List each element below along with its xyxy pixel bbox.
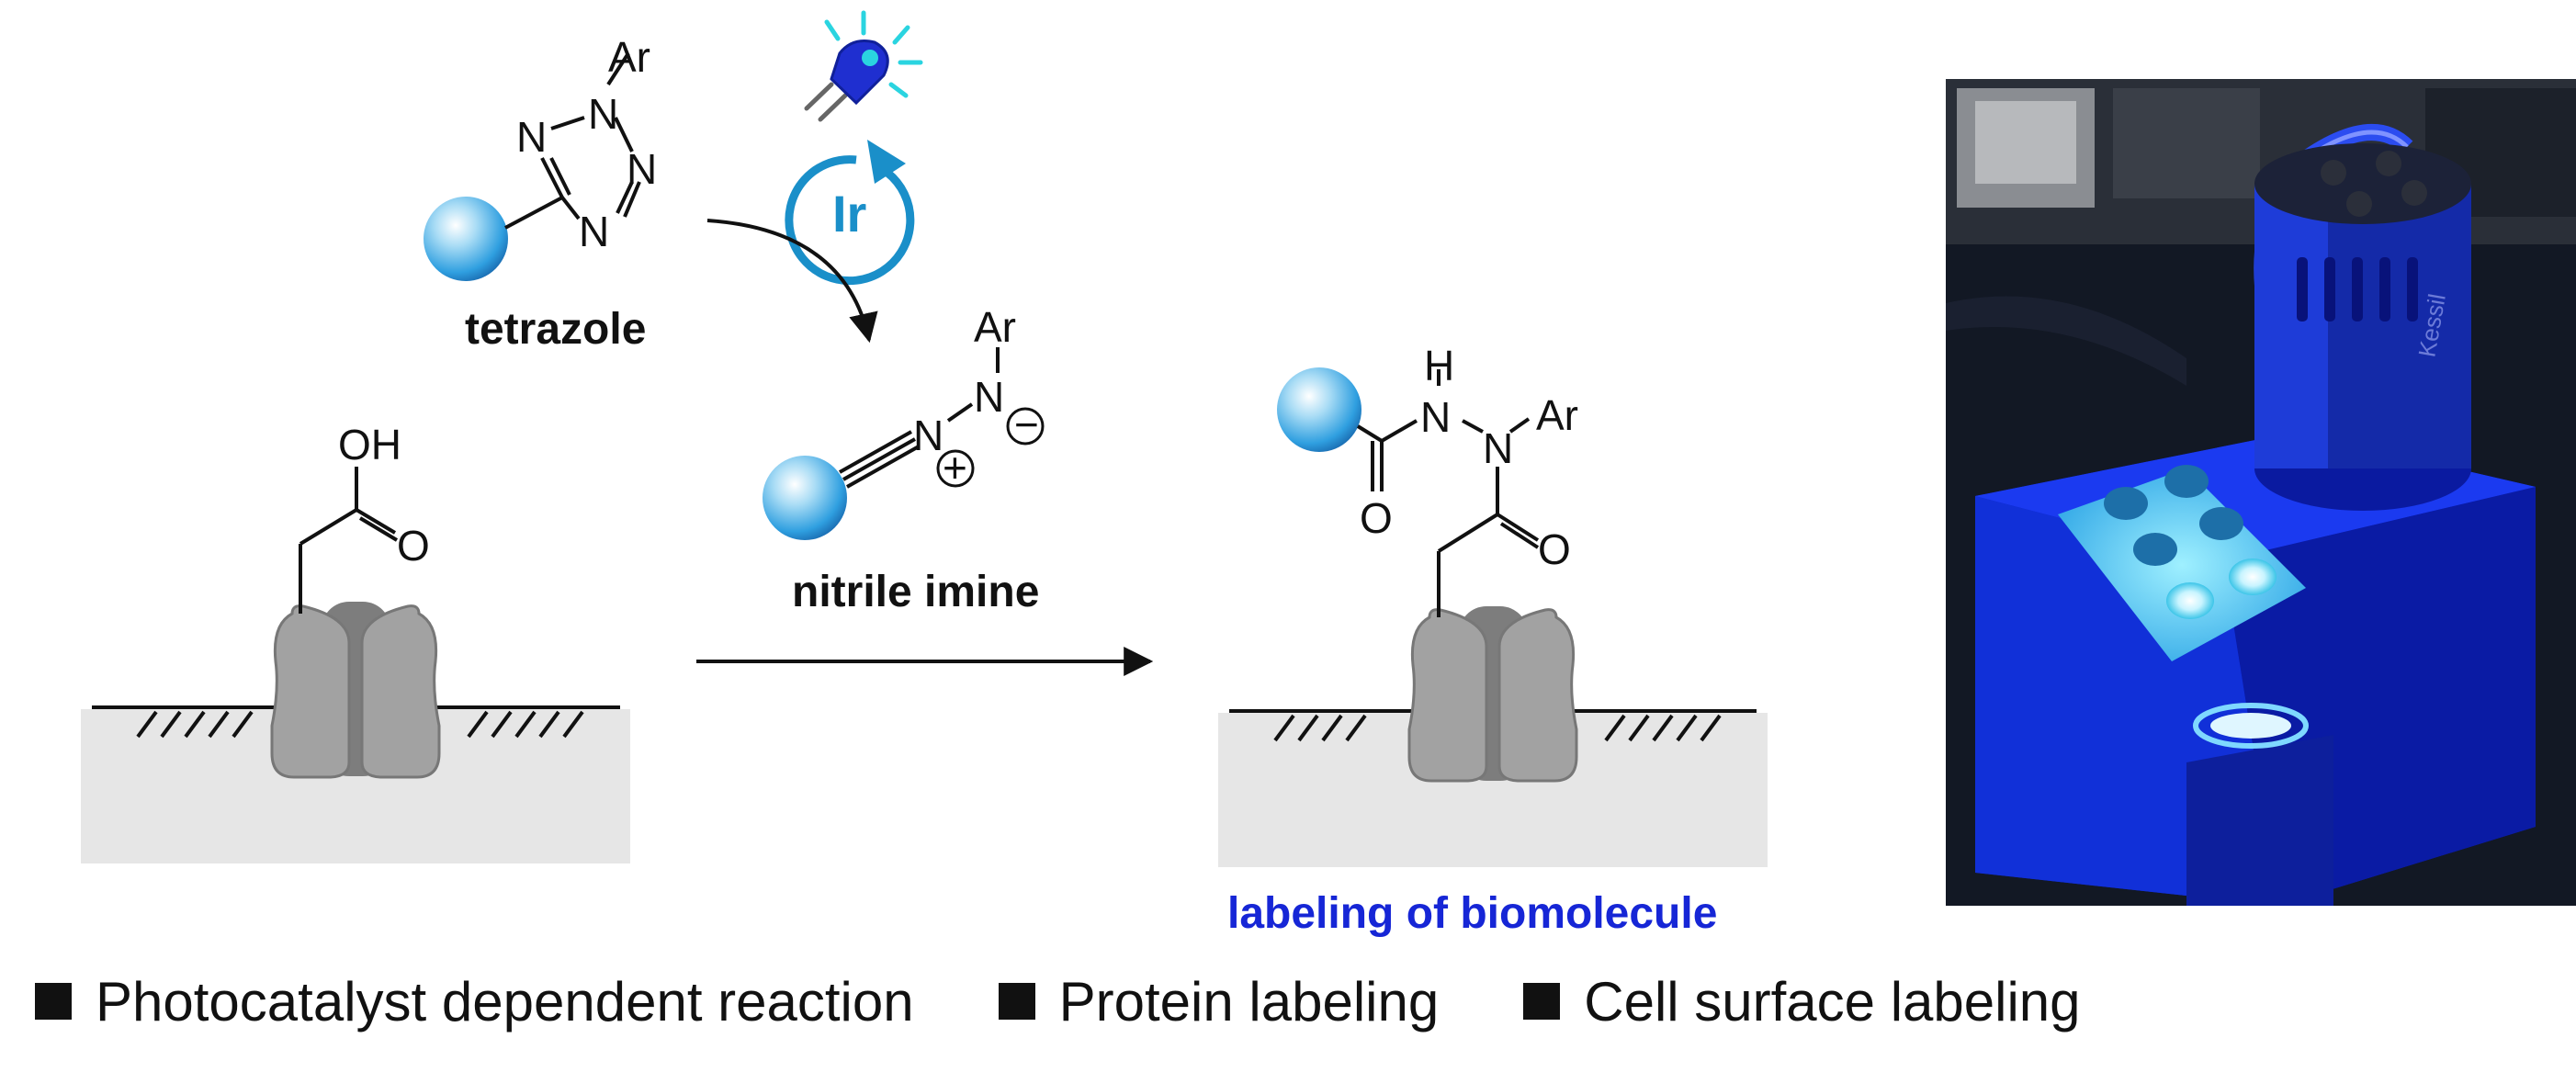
bullet-list: Photocatalyst dependent reaction Protein… [35,965,2165,1038]
bullet-item: Photocatalyst dependent reaction [35,970,914,1033]
tetrazole-n4: N [579,208,609,255]
product-o1: O [1360,494,1393,542]
bullet-square-icon [1523,983,1561,1020]
cargo-sphere [424,197,508,281]
bullet-item: Cell surface labeling [1523,970,2081,1033]
bullet-square-icon [998,983,1035,1020]
led-icon [804,10,923,122]
cargo-sphere-nitrile [763,456,847,540]
bullet-text: Cell surface labeling [1584,970,2081,1033]
left-membrane-protein: OH O [81,421,630,863]
ir-catalyst-cycle: Ir [785,140,915,286]
product-n: N [1483,424,1513,472]
bullet-text: Protein labeling [1058,970,1440,1033]
oh-label: OH [338,421,401,468]
nitrile-n2: N [974,373,1004,421]
product-membrane-protein: O H N N Ar O labeling of biomolecule [1218,342,1768,938]
membrane-hatch-right [467,710,584,739]
nitrile-n1: N [913,412,943,459]
cargo-sphere-product [1277,367,1361,452]
membrane-hatch-left [136,710,254,739]
ir-label: Ir [832,185,866,243]
tetrazole-n2: N [588,90,618,138]
tetrazole-structure: N N N N Ar tetrazole [424,33,657,354]
plus-charge-icon [936,449,975,488]
product-h: H [1424,342,1454,389]
protein-shape [270,602,441,779]
kessil-lamp: Kessil [2254,143,2471,511]
product-label: labeling of biomolecule [1227,889,1717,938]
minus-charge: − [1014,401,1039,448]
tetrazole-n1: N [516,113,547,161]
product-ar: Ar [1536,391,1578,439]
product-protein-shape [1407,606,1578,783]
tetrazole-label: tetrazole [465,305,646,354]
sample-wells [2104,465,2277,619]
o-label: O [397,522,430,570]
tetrazole-ar: Ar [608,33,650,81]
nitrile-imine-label: nitrile imine [792,568,1039,616]
carboxylic-acid-group [299,467,399,614]
plus-charge: + [943,444,967,491]
bullet-text: Photocatalyst dependent reaction [96,970,914,1033]
product-o2: O [1538,525,1571,573]
product-nh: N [1420,393,1451,441]
nitrile-imine-structure: N N Ar + − nitrile imine [763,303,1045,616]
bullet-square-icon [35,983,72,1020]
curved-reaction-arrow [706,219,878,344]
tetrazole-n3: N [627,145,657,193]
minus-charge-icon [1006,407,1045,446]
nitrile-ar: Ar [974,303,1016,351]
device-photo: Kessil [1946,79,2576,906]
bullet-item: Protein labeling [998,970,1440,1033]
